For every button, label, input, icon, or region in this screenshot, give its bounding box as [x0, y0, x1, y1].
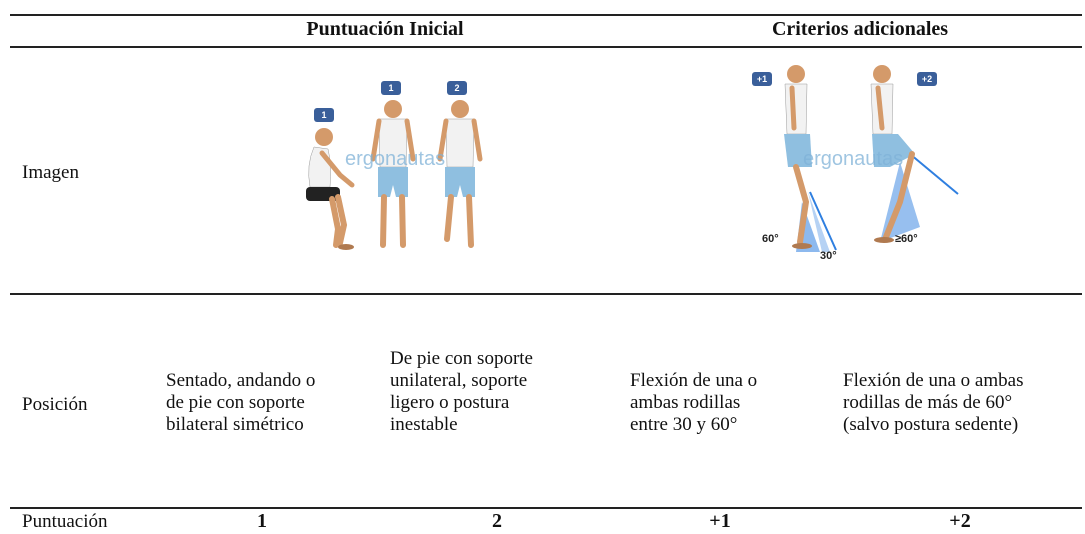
watermark-initial: ergonautas	[345, 148, 446, 170]
position-4-line: rodillas de más de 60°	[843, 392, 1013, 413]
angle-label-60-plus: ≥60°	[895, 233, 918, 245]
standing-bilateral-figure	[370, 100, 416, 248]
badge-standing-bilateral: 1	[381, 81, 401, 95]
position-4-line: Flexión de una o ambas	[843, 370, 1024, 391]
score-1: 1	[257, 510, 267, 532]
position-3-line: entre 30 y 60°	[630, 414, 738, 435]
header-initial-score: Puntuación Inicial	[306, 18, 464, 40]
position-1-line: de pie con soporte	[166, 392, 305, 413]
position-text-2: De pie con soporte unilateral, soporte l…	[390, 348, 533, 436]
score-4: +2	[949, 510, 971, 532]
position-2-line: De pie con soporte	[390, 348, 533, 369]
position-2-line: ligero o postura	[390, 392, 510, 413]
seated-figure	[306, 128, 355, 250]
position-text-3: Flexión de una o ambas rodillas entre 30…	[630, 370, 757, 436]
position-text-1: Sentado, andando o de pie con soporte bi…	[166, 370, 315, 436]
knee-flex-60-figure	[870, 65, 959, 243]
position-1-line: bilateral simétrico	[166, 414, 304, 435]
watermark-additional: ergonautas	[803, 148, 904, 170]
position-4-line: (salvo postura sedente)	[843, 414, 1019, 435]
row-label-image: Imagen	[22, 162, 79, 183]
position-row-rule	[10, 507, 1082, 509]
top-rule	[10, 14, 1082, 16]
badge-seated: 1	[314, 108, 334, 122]
score-2: 2	[492, 510, 502, 532]
position-3-line: ambas rodillas	[630, 392, 741, 413]
standing-unilateral-figure	[437, 100, 483, 248]
angle-label-60: 60°	[762, 233, 779, 245]
image-row-rule	[10, 293, 1082, 295]
knee-flex-30-60-figure	[784, 65, 837, 252]
position-text-4: Flexión de una o ambas rodillas de más d…	[843, 370, 1023, 436]
badge-standing-unilateral: 2	[447, 81, 467, 95]
row-label-position: Posición	[22, 394, 88, 415]
position-3-line: Flexión de una o	[630, 370, 758, 391]
header-rule	[10, 46, 1082, 48]
position-2-line: unilateral, soporte	[390, 370, 528, 391]
badge-flex-60: +2	[917, 72, 937, 86]
angle-label-30: 30°	[820, 250, 837, 262]
position-1-line: Sentado, andando o	[166, 370, 316, 391]
header-additional-criteria: Criterios adicionales	[771, 18, 949, 40]
row-label-score: Puntuación	[22, 511, 108, 532]
position-2-line: inestable	[390, 414, 458, 435]
badge-flex-30-60: +1	[752, 72, 772, 86]
score-3: +1	[709, 510, 731, 532]
